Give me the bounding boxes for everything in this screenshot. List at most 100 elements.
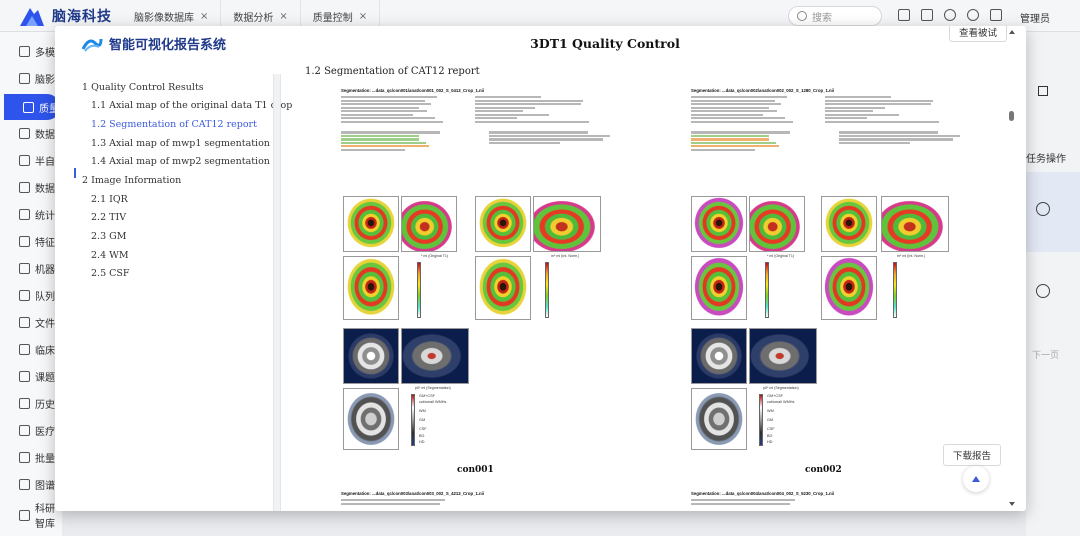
sidebar-item[interactable]: 科研智库 bbox=[0, 502, 62, 530]
segmentation-sagittal bbox=[401, 328, 469, 384]
sidebar-item[interactable]: 队列 bbox=[0, 282, 62, 308]
subject-caption-con002: con002 bbox=[805, 465, 842, 475]
search-input[interactable]: 搜索 bbox=[788, 6, 882, 26]
report-quality-table bbox=[691, 130, 981, 152]
sidebar-item-label: 课题 bbox=[35, 372, 55, 384]
arrow-up-icon bbox=[972, 476, 980, 482]
report-header-next: Segmentation: ...data_qc/con004/anat/con… bbox=[691, 491, 835, 496]
sidebar-item[interactable]: 统计 bbox=[0, 201, 62, 227]
fullscreen-icon[interactable] bbox=[990, 9, 1002, 21]
outline-item[interactable]: 2 Image Information bbox=[82, 175, 182, 186]
sidebar: 多模 脑影 质量 数据 半自 数据 统计 特征 机器 队列 文件 临床 课题 历… bbox=[0, 32, 62, 536]
scroll-thumb[interactable] bbox=[1009, 111, 1014, 121]
menu-icon bbox=[19, 370, 30, 382]
sidebar-item[interactable]: 多模 bbox=[0, 38, 62, 64]
search-icon bbox=[797, 11, 807, 21]
legend-label: BG bbox=[767, 434, 773, 438]
segmentation-axial bbox=[691, 388, 747, 450]
close-icon[interactable]: × bbox=[279, 10, 288, 22]
sidebar-item-label: 历史 bbox=[35, 399, 55, 411]
outline-item[interactable]: 1.3 Axial map of mwp1 segmentation bbox=[91, 138, 270, 149]
sidebar-item[interactable]: 半自 bbox=[0, 147, 62, 173]
sidebar-item[interactable]: 临床 bbox=[0, 336, 62, 362]
grid-icon[interactable] bbox=[1038, 86, 1048, 96]
segmentation-label: p0* ml (Segmentation) bbox=[763, 386, 799, 390]
tab-brain-image-database[interactable]: 脑影像数据库 × bbox=[122, 0, 222, 32]
outline-item[interactable]: 2.4 WM bbox=[91, 250, 129, 261]
more-icon[interactable] bbox=[1036, 284, 1050, 298]
segmentation-colorbar bbox=[411, 394, 415, 446]
t1-axial-map bbox=[343, 256, 399, 320]
menu-icon bbox=[19, 343, 30, 355]
sidebar-item-label: 质量 bbox=[39, 103, 59, 115]
scroll-up-icon[interactable] bbox=[1009, 30, 1015, 34]
t1-axial-map bbox=[691, 256, 747, 320]
app-title: 脑海科技 bbox=[52, 9, 112, 25]
download-report-button[interactable]: 下载报告 bbox=[943, 444, 1002, 466]
tab-quality-control[interactable]: 质量控制 × bbox=[301, 0, 381, 32]
report-header: Segmentation: ...data_qc/con001/anat/con… bbox=[341, 88, 485, 93]
tab-data-analysis[interactable]: 数据分析 × bbox=[221, 0, 301, 32]
close-icon[interactable]: × bbox=[358, 10, 368, 22]
sidebar-item-active[interactable]: 质量 bbox=[4, 94, 60, 120]
next-page-link[interactable]: 下一页 bbox=[1032, 351, 1060, 361]
sidebar-item-label: 队列 bbox=[35, 291, 55, 303]
outline-item[interactable]: 2.2 TIV bbox=[91, 212, 127, 223]
close-icon[interactable]: × bbox=[200, 10, 209, 22]
outline-item-active[interactable]: 1.2 Segmentation of CAT12 report bbox=[91, 119, 257, 130]
report-params bbox=[341, 95, 461, 124]
legend-label: HD bbox=[767, 440, 773, 444]
sidebar-item[interactable]: 批量 bbox=[0, 444, 62, 470]
sidebar-item[interactable]: 课题 bbox=[0, 363, 62, 389]
legend-label: HD bbox=[419, 440, 425, 444]
sidebar-item[interactable]: 脑影 bbox=[0, 65, 62, 91]
sidebar-item-label: 医疗 bbox=[35, 426, 55, 438]
t1-norm-sagittal-map bbox=[881, 196, 949, 252]
user-name[interactable]: 管理员 bbox=[1020, 14, 1050, 25]
segmentation-label: p0* ml (Segmentation) bbox=[415, 386, 451, 390]
legend-label: GM bbox=[419, 418, 426, 422]
sidebar-item[interactable]: 历史 bbox=[0, 390, 62, 416]
sidebar-item[interactable]: 特征 bbox=[0, 228, 62, 254]
view-subject-button[interactable]: 查看被试 bbox=[949, 26, 1008, 42]
sidebar-item[interactable]: 图谱 bbox=[0, 471, 62, 497]
report-outline: 1 Quality Control Results 1.1 Axial map … bbox=[55, 74, 292, 511]
chat-icon[interactable] bbox=[921, 9, 933, 21]
report-system-logo-icon bbox=[81, 38, 103, 52]
sidebar-item[interactable]: 文件 bbox=[0, 309, 62, 335]
outline-item[interactable]: 1.4 Axial map of mwp2 segmentation bbox=[91, 156, 270, 167]
colorbar bbox=[417, 262, 421, 318]
outline-item[interactable]: 2.3 GM bbox=[91, 231, 127, 242]
sidebar-item-label: 机器 bbox=[35, 264, 55, 276]
menu-icon bbox=[19, 181, 30, 193]
outline-item[interactable]: 1 Quality Control Results bbox=[82, 82, 204, 93]
t1-norm-axial-map bbox=[821, 256, 877, 320]
sidebar-item-label: 批量 bbox=[35, 453, 55, 465]
outline-item[interactable]: 2.5 CSF bbox=[91, 268, 130, 279]
legend-label: cut/small WMHs bbox=[419, 400, 447, 404]
gear-icon[interactable] bbox=[967, 9, 979, 21]
t1-normalized-label: m* ml (Int. Norm.) bbox=[897, 254, 926, 258]
sidebar-item[interactable]: 医疗 bbox=[0, 417, 62, 443]
sidebar-item[interactable]: 数据 bbox=[0, 120, 62, 146]
brand[interactable]: 脑海科技 bbox=[18, 4, 112, 28]
task-ops-header: 任务操作 bbox=[1026, 154, 1066, 165]
tab-bar: 脑影像数据库 × 数据分析 × 质量控制 × bbox=[122, 0, 381, 32]
sidebar-item[interactable]: 数据 bbox=[0, 174, 62, 200]
menu-icon bbox=[19, 262, 30, 274]
bell-icon[interactable] bbox=[944, 9, 956, 21]
document-icon[interactable] bbox=[898, 9, 910, 21]
t1-axial-map bbox=[691, 196, 747, 252]
more-icon[interactable] bbox=[1036, 202, 1050, 216]
outline-item[interactable]: 1.1 Axial map of the original data T1 cr… bbox=[91, 100, 293, 111]
scroll-down-icon[interactable] bbox=[1009, 502, 1015, 506]
t1-sagittal-map bbox=[749, 196, 805, 252]
sidebar-item[interactable]: 机器 bbox=[0, 255, 62, 281]
t1-axial-map bbox=[343, 196, 399, 252]
outline-item[interactable]: 2.1 IQR bbox=[91, 194, 128, 205]
report-scrollbar[interactable] bbox=[1007, 26, 1017, 511]
back-to-top-button[interactable] bbox=[963, 466, 989, 492]
report-quality-table bbox=[341, 130, 631, 152]
colorbar bbox=[765, 262, 769, 318]
pane-splitter[interactable] bbox=[273, 74, 281, 511]
